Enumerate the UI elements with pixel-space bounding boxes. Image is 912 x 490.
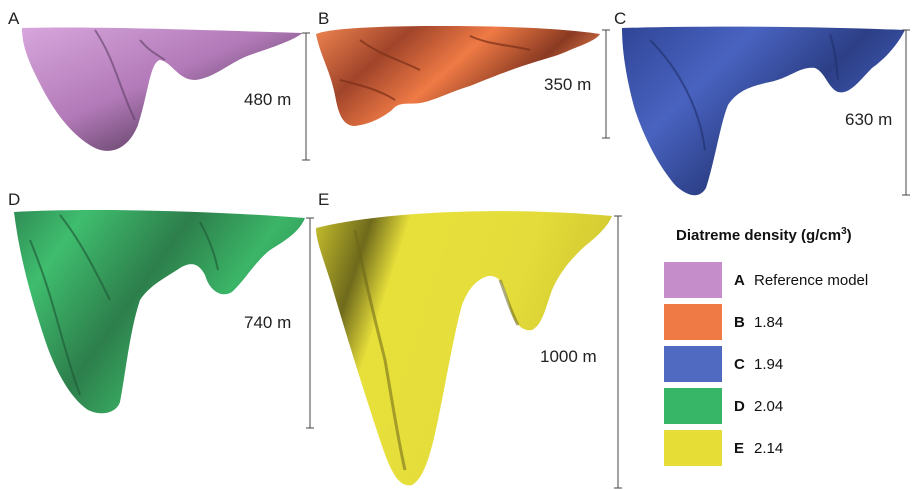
- legend-item-e: E 2.14: [664, 430, 783, 466]
- legend-key-a: A: [734, 271, 745, 289]
- legend-swatch-a: [664, 262, 722, 298]
- legend-text-e: 2.14: [754, 439, 784, 457]
- panel-d-letter: D: [8, 190, 20, 209]
- legend-title-text: Diatreme density (g/cm: [676, 227, 842, 244]
- panel-c: C 630 m: [614, 9, 910, 196]
- panel-e-ridge: [353, 229, 520, 471]
- legend-text-a: Reference model: [754, 271, 869, 289]
- panel-c-letter: C: [614, 9, 626, 28]
- panel-b: B 350 m: [316, 9, 610, 139]
- legend-text-b: 1.84: [754, 313, 784, 331]
- panel-b-depth-label: 350 m: [544, 75, 591, 94]
- legend-item-b: B 1.84: [664, 304, 783, 340]
- panel-b-diatreme-shape: [316, 26, 600, 126]
- panel-c-ridge: [649, 33, 839, 151]
- legend-item-d: D 2.04: [664, 388, 783, 424]
- panel-a-depth-label: 480 m: [244, 90, 291, 109]
- panel-d-depth-label: 740 m: [244, 313, 291, 332]
- panel-e-diatreme-shape: [316, 211, 612, 486]
- panel-d: D 740 m: [8, 190, 314, 429]
- density-legend: Diatreme density (g/cm3) A Reference mod…: [664, 226, 904, 466]
- panel-a-letter: A: [8, 9, 20, 28]
- panel-a-ridge: [94, 29, 166, 121]
- panel-a: A 480 m: [8, 9, 310, 161]
- legend-swatch-c: [664, 346, 722, 382]
- legend-key-b: B: [734, 313, 745, 331]
- legend-key-c: C: [734, 355, 745, 373]
- legend-title-close: ): [846, 227, 852, 244]
- legend-item-c: C 1.94: [664, 346, 783, 382]
- panel-e-letter: E: [318, 190, 329, 209]
- legend-text-d: 2.04: [754, 397, 784, 415]
- legend-swatch-d: [664, 388, 722, 424]
- panel-e: E 1000 m: [316, 190, 622, 489]
- legend-swatch-b: [664, 304, 722, 340]
- legend-title: Diatreme density (g/cm3): [676, 226, 904, 244]
- legend-key-d: D: [734, 397, 745, 415]
- panel-e-depth-label: 1000 m: [540, 347, 597, 366]
- panel-c-depth-label: 630 m: [845, 110, 892, 129]
- legend-title-superscript: 3: [841, 226, 847, 237]
- panel-d-ridge: [29, 214, 219, 396]
- legend-item-a: A Reference model: [664, 262, 868, 298]
- legend-key-e: E: [734, 439, 745, 457]
- legend-text-c: 1.94: [754, 355, 784, 373]
- panel-b-letter: B: [318, 9, 329, 28]
- panel-d-diatreme-shape: [14, 210, 305, 414]
- panel-b-ridge: [339, 35, 531, 101]
- panel-a-diatreme-shape: [22, 27, 303, 151]
- panel-c-diatreme-shape: [622, 26, 905, 196]
- legend-swatch-e: [664, 430, 722, 466]
